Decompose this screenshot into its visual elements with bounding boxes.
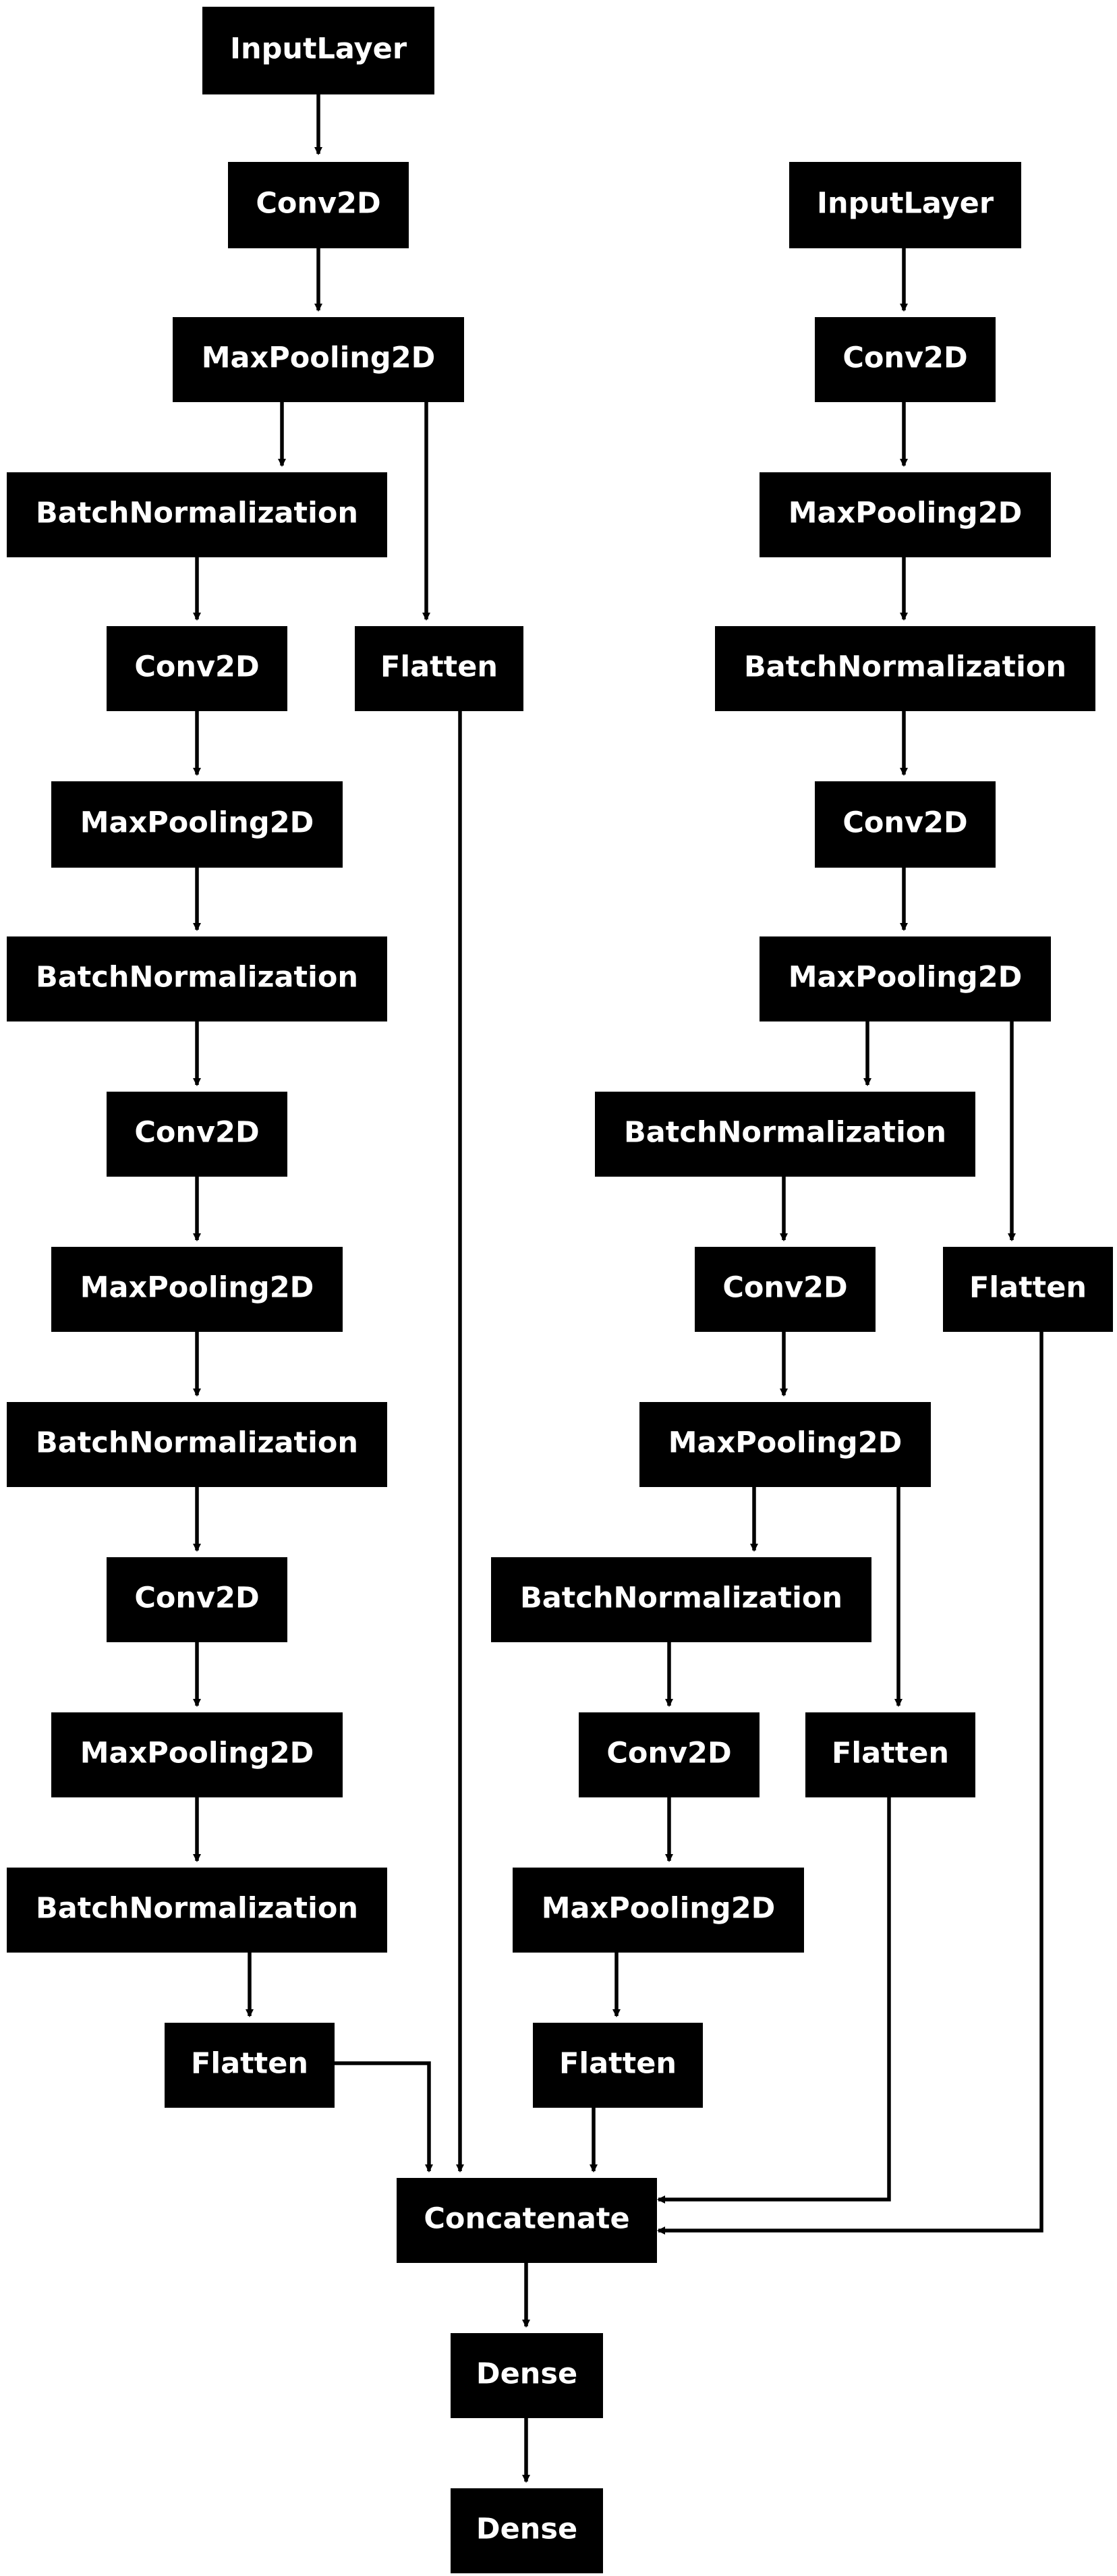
node-label: Flatten <box>832 1737 949 1770</box>
node-label: Conv2D <box>134 1581 259 1615</box>
node-batchnormalization: BatchNormalization <box>7 472 387 557</box>
node-conv2d: Conv2D <box>579 1712 760 1797</box>
node-label: BatchNormalization <box>744 650 1066 684</box>
node-maxpooling2d: MaxPooling2D <box>51 781 343 868</box>
node-maxpooling2d: MaxPooling2D <box>639 1402 931 1487</box>
node-flatten: Flatten <box>805 1712 975 1797</box>
node-label: MaxPooling2D <box>80 806 314 840</box>
node-label: InputLayer <box>817 187 994 221</box>
node-batchnormalization: BatchNormalization <box>7 936 387 1021</box>
node-label: BatchNormalization <box>36 961 358 995</box>
node-batchnormalization: BatchNormalization <box>7 1402 387 1487</box>
node-conv2d: Conv2D <box>107 1092 287 1177</box>
edge-r12-c1 <box>657 1797 891 2204</box>
node-label: BatchNormalization <box>624 1116 946 1150</box>
node-label: MaxPooling2D <box>668 1426 903 1460</box>
node-maxpooling2d: MaxPooling2D <box>760 472 1051 557</box>
node-batchnormalization: BatchNormalization <box>595 1092 975 1177</box>
node-label: Flatten <box>969 1271 1087 1305</box>
node-label: Conv2D <box>722 1271 847 1305</box>
node-label: BatchNormalization <box>36 497 358 530</box>
edge-r8-c1 <box>657 1332 1043 2235</box>
node-batchnormalization: BatchNormalization <box>491 1557 871 1642</box>
edges <box>193 94 1043 2483</box>
node-label: MaxPooling2D <box>789 961 1023 995</box>
node-label: Dense <box>476 2513 577 2546</box>
node-label: MaxPooling2D <box>789 497 1023 530</box>
node-label: Dense <box>476 2357 577 2391</box>
node-label: Flatten <box>380 650 498 684</box>
node-conv2d: Conv2D <box>228 162 409 248</box>
node-conv2d: Conv2D <box>815 781 996 868</box>
node-label: Conv2D <box>606 1737 731 1770</box>
node-dense: Dense <box>451 2488 603 2573</box>
node-flatten: Flatten <box>355 626 523 711</box>
nodes: InputLayer Conv2D MaxPooling2D BatchNorm… <box>7 7 1113 2573</box>
node-label: BatchNormalization <box>36 1426 358 1460</box>
node-flatten: Flatten <box>165 2023 335 2108</box>
node-concatenate: Concatenate <box>397 2178 657 2263</box>
node-flatten: Flatten <box>943 1247 1113 1332</box>
node-conv2d: Conv2D <box>107 626 287 711</box>
node-label: Flatten <box>191 2047 308 2081</box>
node-batchnormalization: BatchNormalization <box>715 626 1095 711</box>
node-maxpooling2d: MaxPooling2D <box>513 1868 804 1953</box>
node-label: Flatten <box>559 2047 677 2081</box>
node-maxpooling2d: MaxPooling2D <box>173 317 464 402</box>
node-conv2d: Conv2D <box>815 317 996 402</box>
node-maxpooling2d: MaxPooling2D <box>51 1247 343 1332</box>
node-inputlayer: InputLayer <box>202 7 434 94</box>
edge-n15-c1 <box>335 2061 433 2173</box>
node-conv2d: Conv2D <box>107 1557 287 1642</box>
node-label: Conv2D <box>842 341 967 375</box>
node-batchnormalization: BatchNormalization <box>7 1868 387 1953</box>
node-label: Conv2D <box>842 806 967 840</box>
node-dense: Dense <box>451 2333 603 2418</box>
node-label: Concatenate <box>424 2202 629 2236</box>
node-label: MaxPooling2D <box>80 1737 314 1770</box>
node-label: MaxPooling2D <box>542 1892 776 1926</box>
node-label: InputLayer <box>230 32 407 66</box>
node-label: BatchNormalization <box>520 1581 842 1615</box>
node-label: Conv2D <box>256 187 380 221</box>
node-maxpooling2d: MaxPooling2D <box>51 1712 343 1797</box>
node-inputlayer: InputLayer <box>789 162 1021 248</box>
node-flatten: Flatten <box>533 2023 703 2108</box>
node-label: MaxPooling2D <box>80 1271 314 1305</box>
node-maxpooling2d: MaxPooling2D <box>760 936 1051 1021</box>
node-label: BatchNormalization <box>36 1892 358 1926</box>
node-conv2d: Conv2D <box>695 1247 876 1332</box>
node-label: Conv2D <box>134 1116 259 1150</box>
node-label: Conv2D <box>134 650 259 684</box>
node-label: MaxPooling2D <box>202 341 436 375</box>
